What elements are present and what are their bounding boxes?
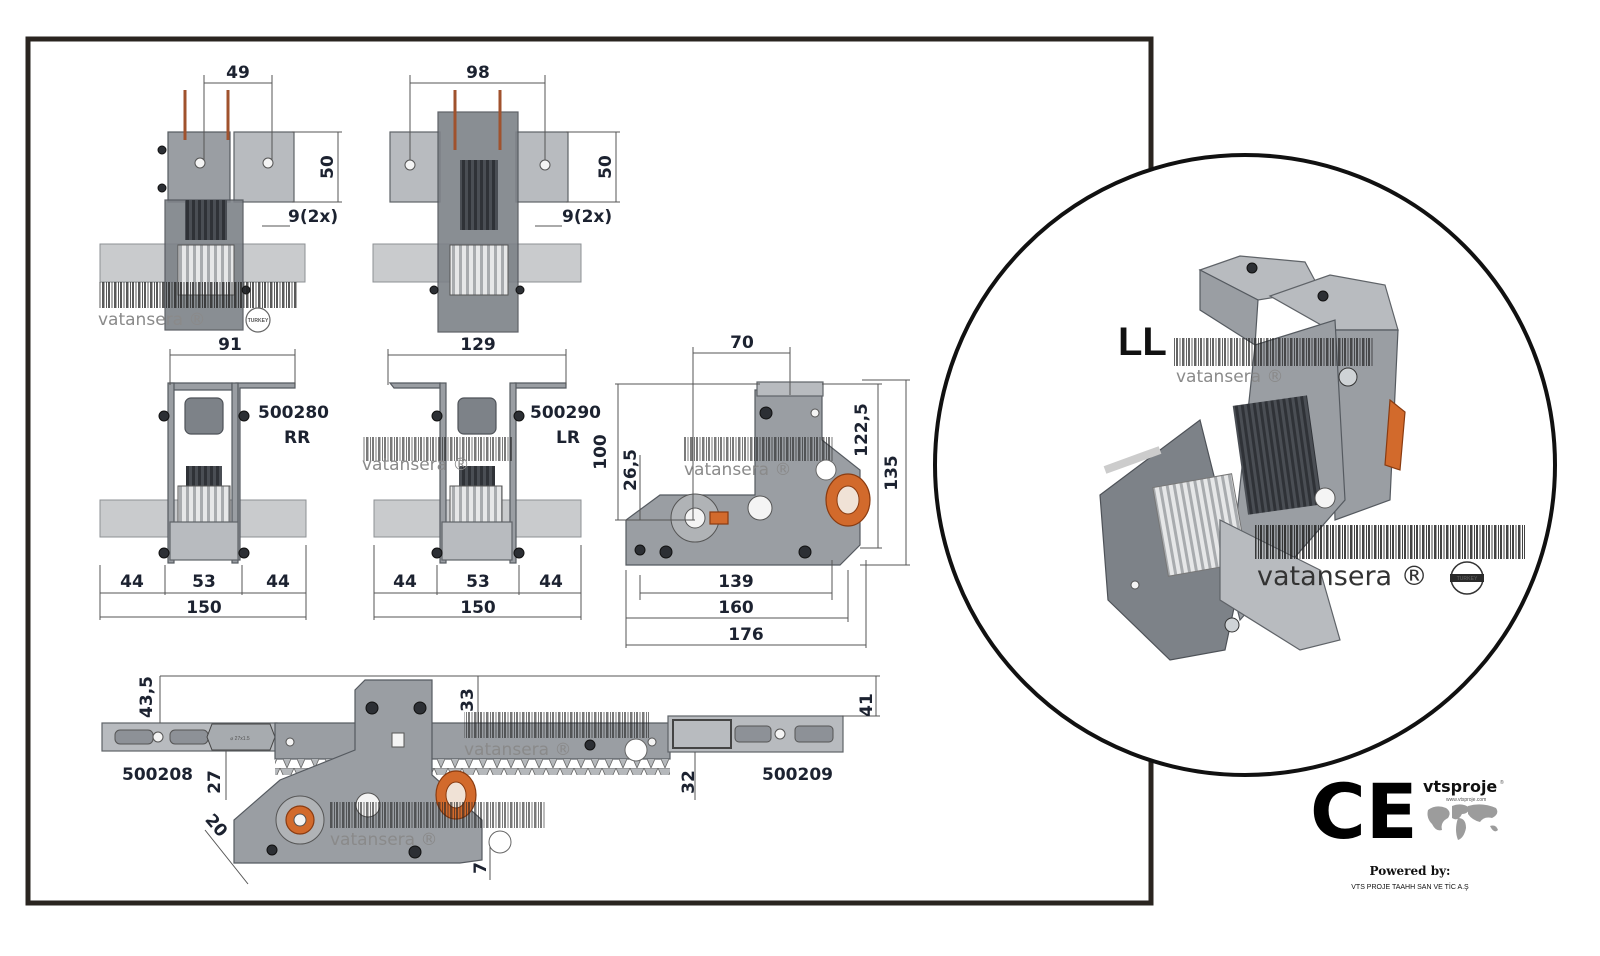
company-name: VTS PROJE TAAHH SAN VE TİC A.Ş bbox=[1351, 882, 1469, 891]
detail-watermark-text: vatansera ® bbox=[1257, 561, 1428, 592]
certification-block: CE vtsproje ® www.vtsproje.com Powered b… bbox=[1310, 767, 1504, 891]
brand-name: vtsproje bbox=[1423, 777, 1497, 796]
dim-160: 160 bbox=[718, 598, 754, 618]
dim-176: 176 bbox=[728, 625, 764, 645]
dim-139: 139 bbox=[718, 572, 754, 592]
watermark-text: vatansera ® bbox=[98, 310, 205, 330]
dim-rr-150: 150 bbox=[186, 598, 222, 618]
part-code-500280: 500280 bbox=[258, 403, 329, 423]
turkey-badge-icon bbox=[488, 830, 512, 854]
dim-26-5: 26,5 bbox=[621, 449, 641, 491]
dim-lr-150: 150 bbox=[460, 598, 496, 618]
dim-91: 91 bbox=[218, 335, 242, 355]
barcode-watermark bbox=[330, 802, 545, 828]
turkey-badge-icon bbox=[245, 307, 271, 333]
dim-100: 100 bbox=[591, 434, 611, 470]
brand-registered-mark: ® bbox=[1500, 779, 1504, 786]
slot-label: ⌀ 27x1.5 bbox=[230, 736, 250, 742]
watermark-text: vatansera ® bbox=[362, 455, 469, 475]
svg-text:TURKEY: TURKEY bbox=[1457, 576, 1478, 582]
dim-holes-right: 9(2x) bbox=[562, 207, 612, 227]
dim-41: 41 bbox=[857, 693, 877, 717]
part-code-500209: 500209 bbox=[762, 765, 833, 785]
barcode-watermark bbox=[684, 437, 834, 461]
dim-70: 70 bbox=[730, 333, 754, 353]
dim-135: 135 bbox=[882, 455, 902, 491]
turkey-badge-icon bbox=[815, 459, 837, 481]
part-code-500208: 500208 bbox=[122, 765, 193, 785]
dim-20: 20 bbox=[201, 810, 232, 841]
dim-33: 33 bbox=[458, 688, 478, 712]
dim-rr-44-right: 44 bbox=[266, 572, 290, 592]
lr-front-view: 129 500290 LR 44 53 44 150 vatansera ® bbox=[362, 335, 601, 620]
part-label-lr: LR bbox=[556, 428, 580, 448]
rr-front-view: 91 500280 RR 44 53 44 150 bbox=[99, 335, 329, 620]
world-map-icon bbox=[1427, 804, 1498, 840]
dim-lr-44-left: 44 bbox=[393, 572, 417, 592]
dim-32: 32 bbox=[679, 770, 699, 794]
dim-49: 49 bbox=[226, 63, 250, 83]
dim-7: 7 bbox=[471, 862, 491, 874]
dim-27: 27 bbox=[205, 770, 225, 794]
barcode-watermark bbox=[1174, 338, 1374, 366]
dim-lr-53: 53 bbox=[466, 572, 490, 592]
barcode-watermark bbox=[362, 437, 512, 461]
top-right-view: 98 50 9(2x) bbox=[372, 63, 620, 333]
watermark-text: vatansera ® bbox=[464, 740, 571, 760]
detail-callout: LL vatansera ® vatansera ® TURKEY bbox=[933, 153, 1557, 777]
side-view: 70 100 26,5 122,5 135 139 160 176 vatans… bbox=[591, 333, 910, 648]
powered-by-label: Powered by: bbox=[1370, 864, 1451, 878]
dim-98: 98 bbox=[466, 63, 490, 83]
dim-holes-left: 9(2x) bbox=[288, 207, 338, 227]
dim-122-5: 122,5 bbox=[852, 403, 872, 457]
dim-rr-44-left: 44 bbox=[120, 572, 144, 592]
dim-50-left: 50 bbox=[318, 155, 338, 179]
part-code-500290: 500290 bbox=[530, 403, 601, 423]
barcode-watermark bbox=[464, 712, 649, 738]
brand-url: www.vtsproje.com bbox=[1446, 797, 1486, 803]
watermark-text: vatansera ® bbox=[684, 460, 791, 480]
svg-text:TURKEY: TURKEY bbox=[248, 318, 269, 324]
watermark-text: vatansera ® bbox=[1176, 367, 1283, 387]
barcode-watermark bbox=[98, 282, 298, 308]
turkey-badge-icon bbox=[624, 738, 648, 762]
rack-assembly-view: ⌀ 27x1.5 500208 500209 43,5 33 bbox=[101, 675, 880, 885]
dim-50-right: 50 bbox=[596, 155, 616, 179]
ce-mark: CE bbox=[1310, 767, 1418, 856]
detail-label-ll: LL bbox=[1118, 320, 1167, 364]
dim-43-5: 43,5 bbox=[137, 676, 157, 718]
dim-rr-53: 53 bbox=[192, 572, 216, 592]
part-label-rr: RR bbox=[284, 428, 310, 448]
dim-129: 129 bbox=[460, 335, 496, 355]
barcode-watermark bbox=[1255, 525, 1525, 559]
watermark-text: vatansera ® bbox=[330, 830, 437, 850]
top-left-view: 49 50 9(2x) vatansera ® TURKEY bbox=[98, 63, 342, 333]
dim-lr-44-right: 44 bbox=[539, 572, 563, 592]
